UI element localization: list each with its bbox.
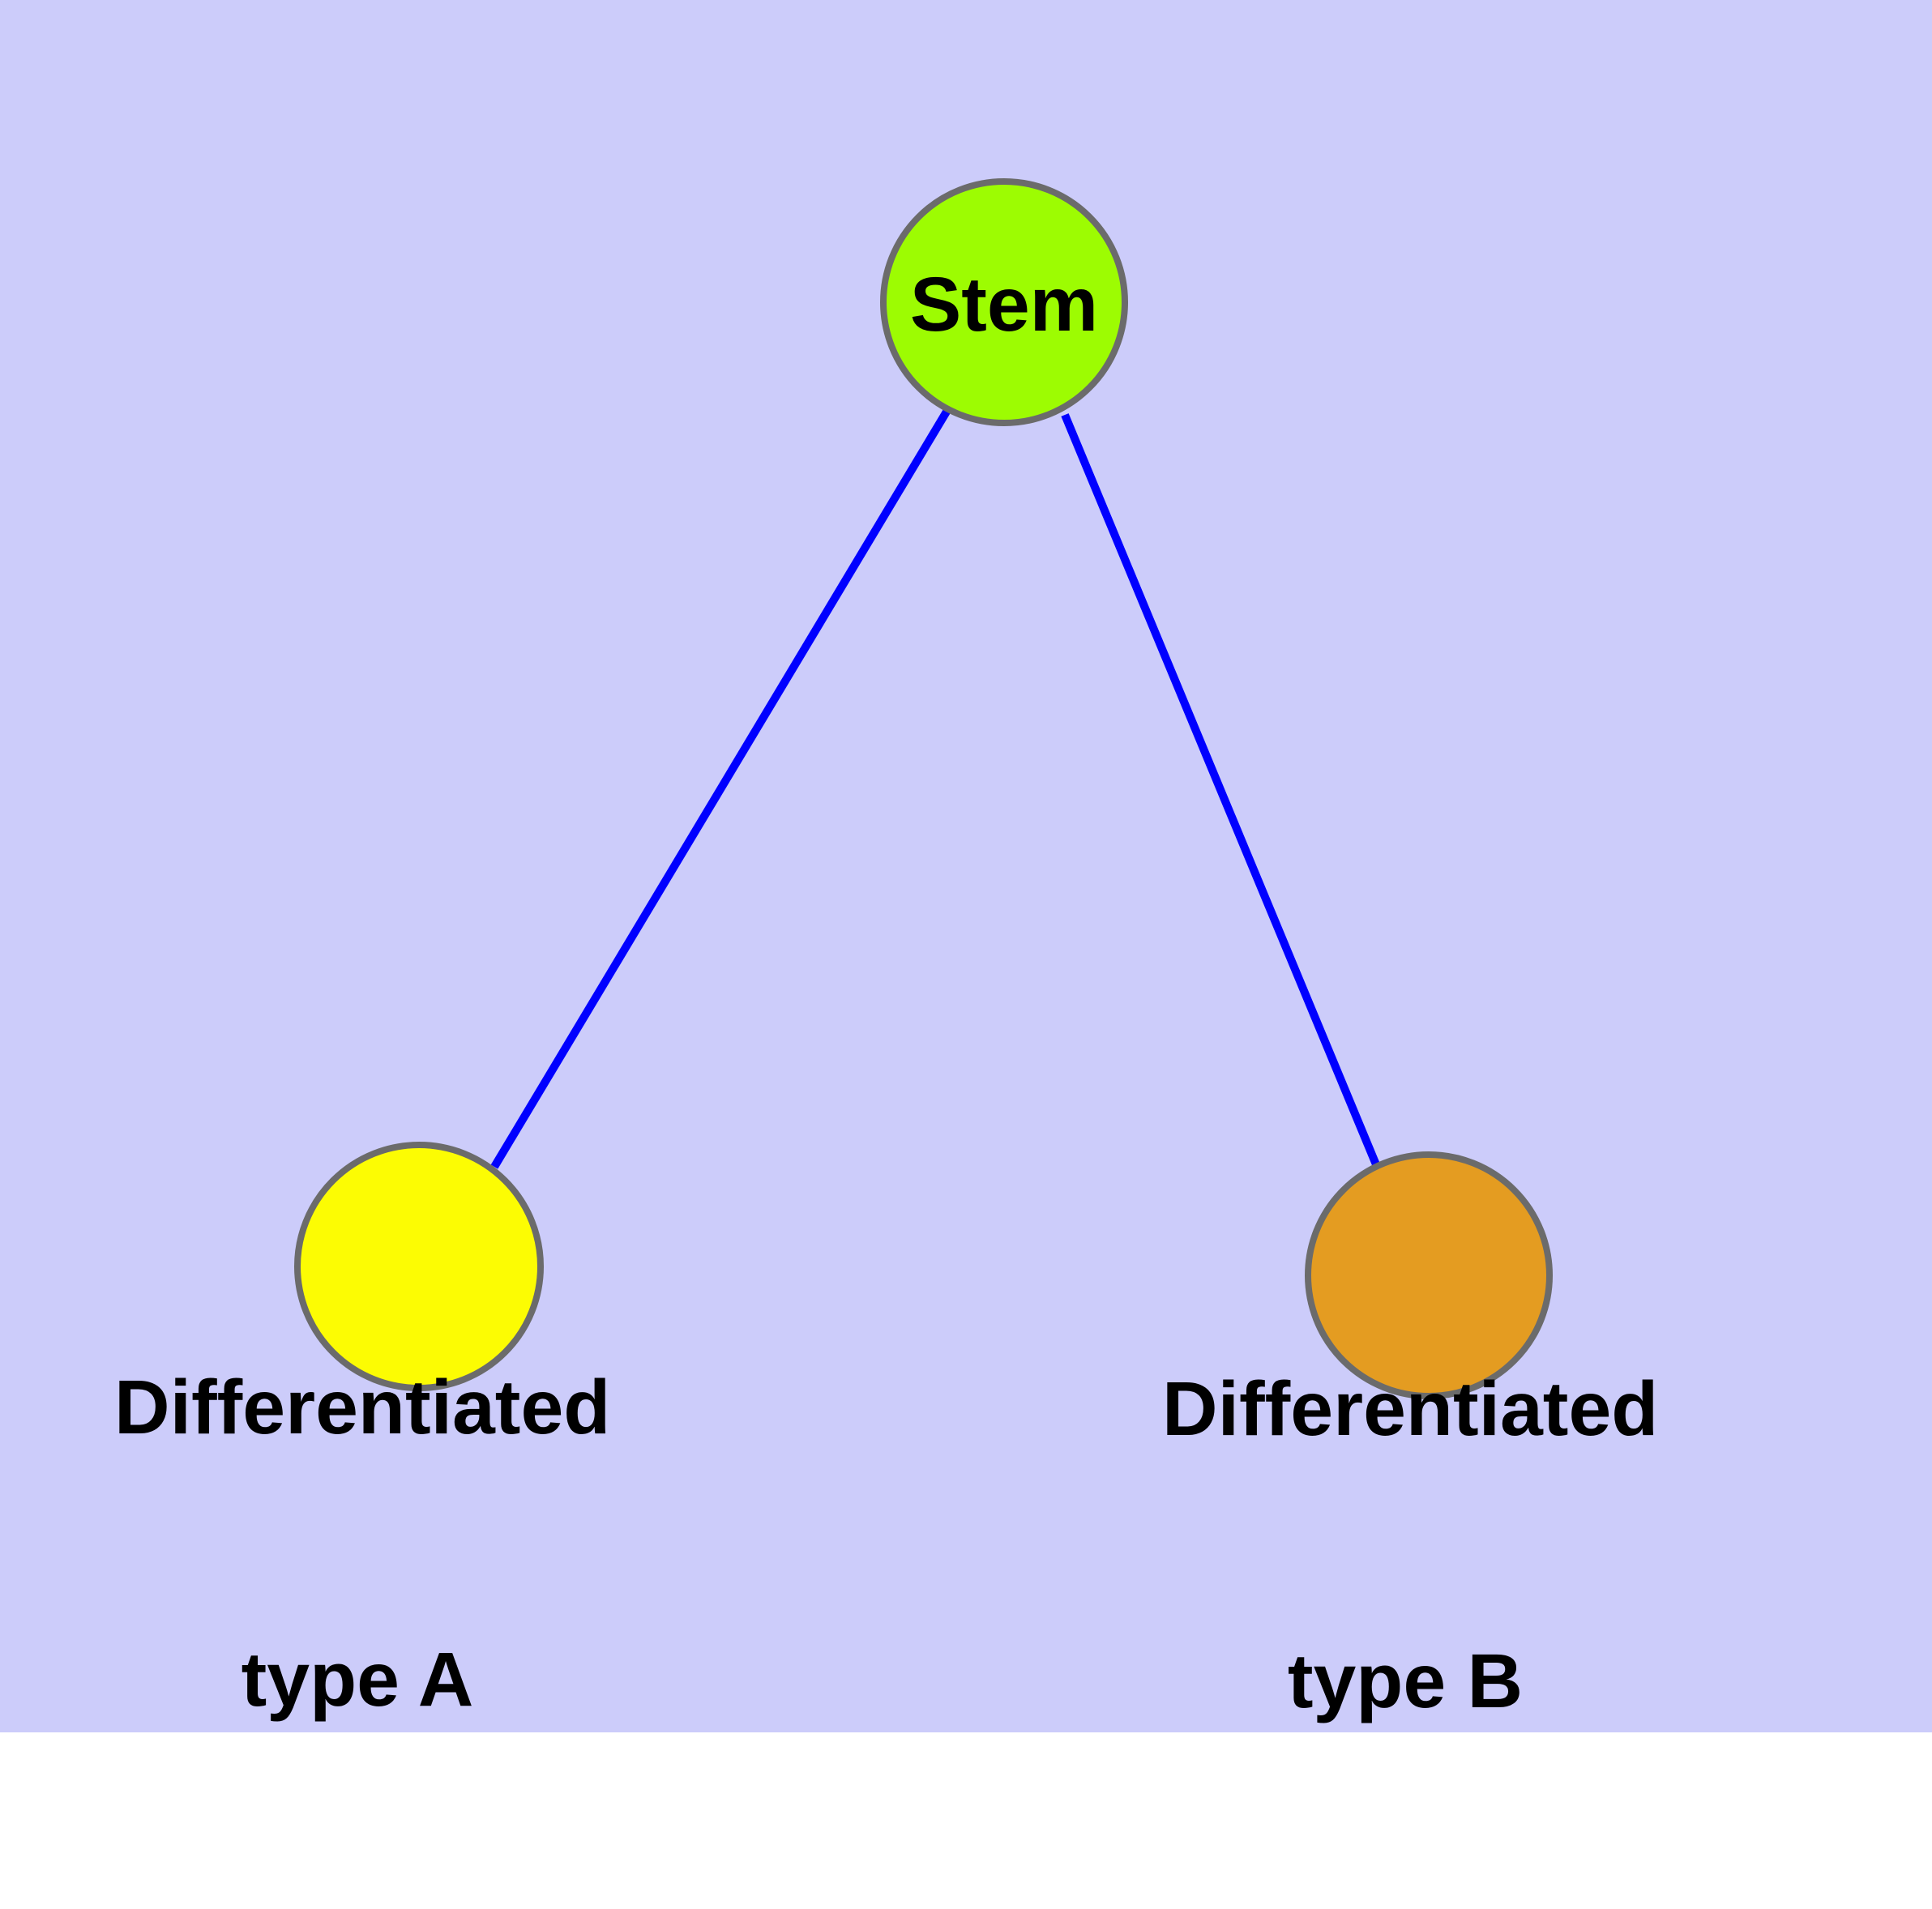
node-differentiated-type-b[interactable] [1305, 1151, 1553, 1399]
node-label-stem: Stem [909, 262, 1099, 348]
node-label-differentiated-type-b: Differentiated type B [1162, 1182, 1659, 1909]
node-label-line2: type A [241, 1637, 474, 1723]
node-stem[interactable] [880, 178, 1128, 426]
node-label-line1: Differentiated [1162, 1366, 1659, 1453]
node-label-line2: type B [1287, 1638, 1524, 1725]
edge-layer [490, 409, 1382, 1170]
edge-stem-to-differentiated-type-a[interactable] [490, 409, 951, 1169]
node-label-line1: Differentiated [114, 1364, 611, 1451]
edge-stem-to-differentiated-type-b[interactable] [1061, 413, 1382, 1170]
node-label-differentiated-type-a: Differentiated type A [114, 1181, 611, 1907]
node-differentiated-type-a[interactable] [294, 1142, 544, 1391]
graph-canvas: Stem Differentiated type A Differentiate… [0, 0, 1932, 1732]
